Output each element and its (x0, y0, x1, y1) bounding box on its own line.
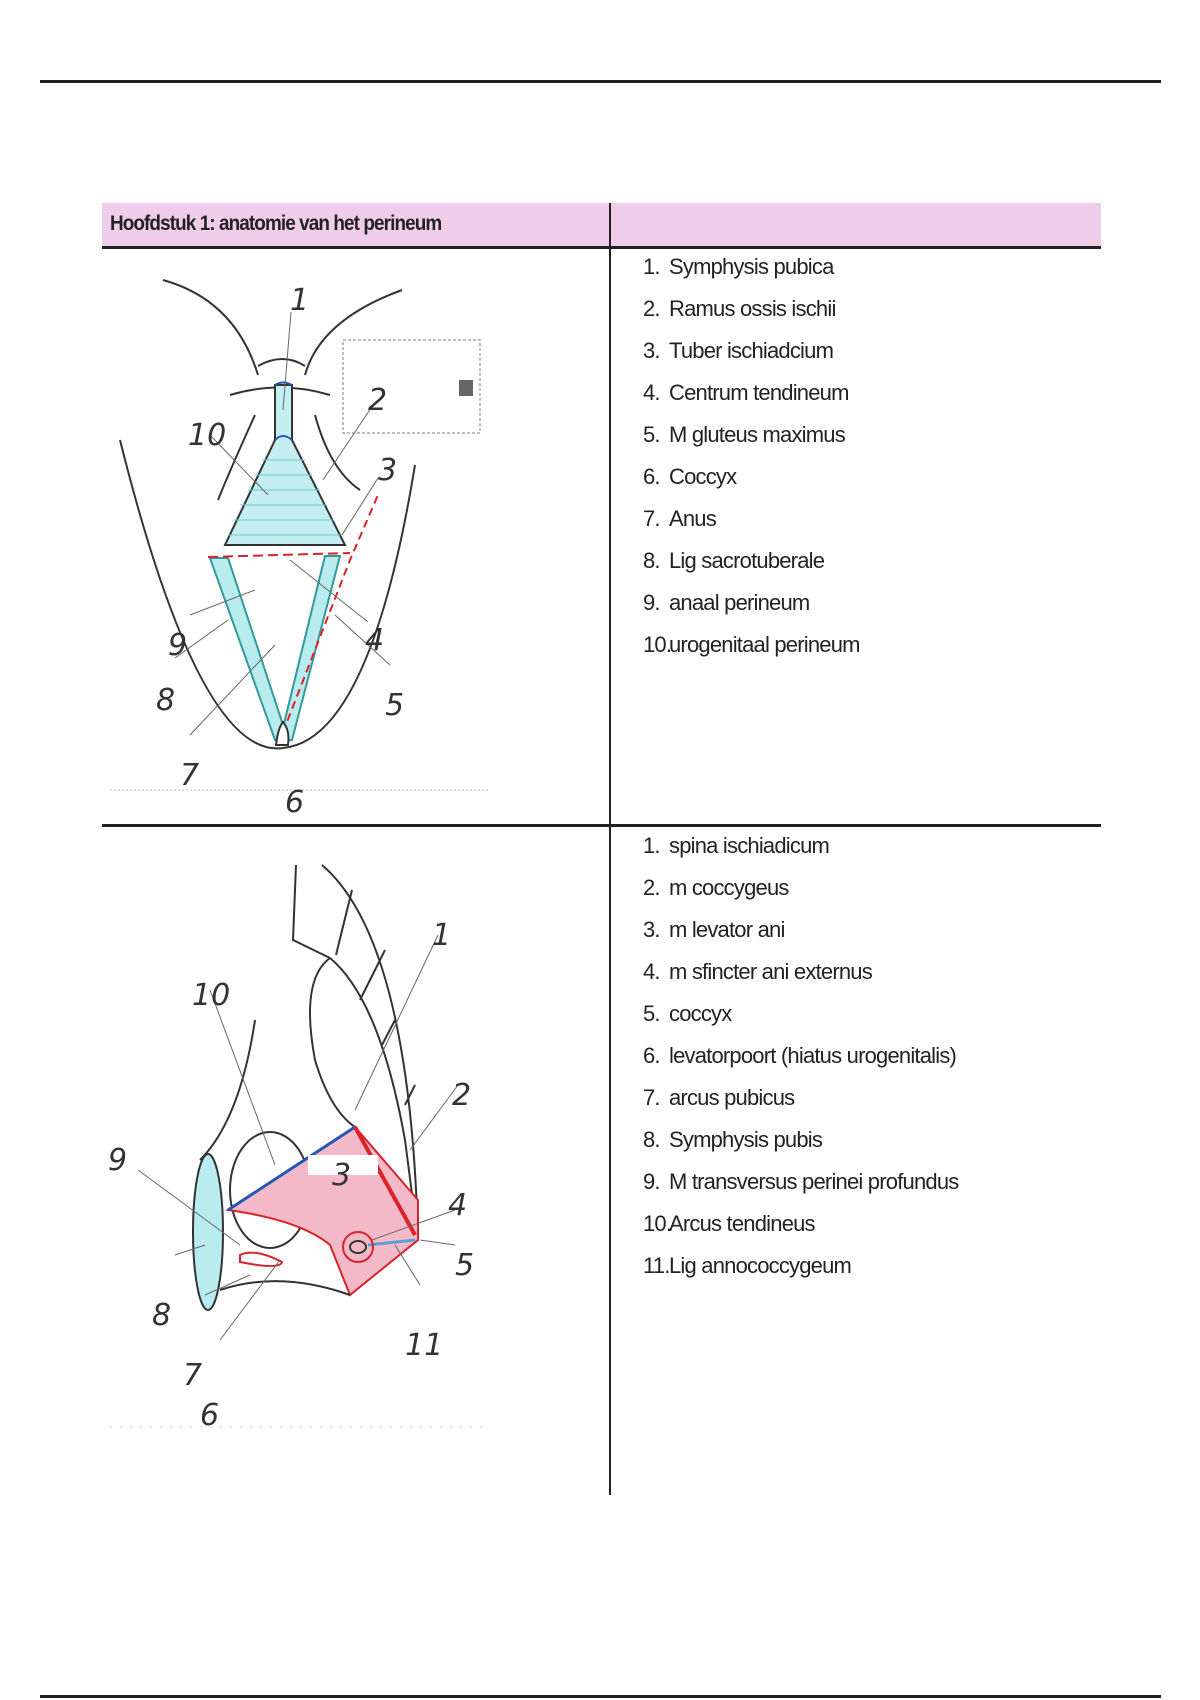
bottom-rule (40, 1695, 1161, 1698)
list-item: 8. Symphysis pubis (643, 1125, 958, 1167)
svg-text:8: 8 (152, 1298, 171, 1333)
item-text: Arcus tendineus (669, 1211, 816, 1236)
list-item: 10.urogenitaal perineum (643, 630, 861, 672)
item-number: 11. (643, 1253, 670, 1278)
list-item: 9. anaal perineum (643, 588, 860, 630)
list-item: 4. Centrum tendineum (643, 378, 860, 420)
svg-text:9: 9 (108, 1143, 127, 1178)
item-number: 7. (643, 1085, 661, 1110)
pelvic-floor-legend-list: 1. spina ischiadicum 2. m coccygeus 3. m leva… (643, 831, 959, 1293)
svg-text:2: 2 (368, 383, 387, 418)
svg-text:7: 7 (180, 758, 199, 793)
item-number: 5. (643, 1001, 661, 1026)
top-rule (40, 80, 1161, 83)
item-number: 9. (643, 1169, 661, 1194)
table-header: Hoofdstuk 1: anatomie van het perineum (102, 203, 1101, 249)
item-number: 8. (643, 548, 661, 573)
item-number: 1. (643, 254, 661, 279)
svg-text:7: 7 (183, 1358, 202, 1393)
list-item: 5. M gluteus maximus (643, 420, 860, 462)
item-number: 3. (643, 338, 661, 363)
list-item: 3. m levator ani (643, 915, 958, 957)
svg-text:1: 1 (432, 918, 451, 953)
item-number: 1. (643, 833, 661, 858)
item-text: arcus pubicus (669, 1085, 795, 1110)
row-divider (102, 824, 1101, 827)
item-number: 3. (643, 917, 661, 942)
item-number: 4. (643, 380, 661, 405)
list-item: 7. arcus pubicus (643, 1083, 958, 1125)
list-item: 1. spina ischiadicum (643, 831, 958, 873)
item-number: 8. (643, 1127, 661, 1152)
svg-text:8: 8 (156, 683, 175, 718)
item-text: Symphysis pubica (669, 254, 834, 279)
list-item: 9. M transversus perinei profundus (643, 1167, 959, 1209)
svg-text:4: 4 (448, 1188, 467, 1223)
item-text: anaal perineum (669, 590, 810, 615)
item-text: Centrum tendineum (669, 380, 849, 405)
pelvic-floor-figure-labels: 1 2 3 4 5 6 7 8 9 10 11 (108, 918, 474, 1433)
list-item: 8. Lig sacrotuberale (643, 546, 860, 588)
svg-text:11: 11 (405, 1328, 443, 1363)
item-number: 10. (643, 1211, 672, 1236)
item-text: Coccyx (669, 464, 737, 489)
list-item: 2. Ramus ossis ischii (643, 294, 860, 336)
perineum-figure (110, 279, 488, 791)
item-number: 4. (643, 959, 661, 984)
column-divider (609, 203, 611, 1495)
svg-text:6: 6 (285, 785, 304, 820)
item-text: m coccygeus (669, 875, 789, 900)
item-text: spina ischiadicum (669, 833, 830, 858)
item-text: m levator ani (669, 917, 785, 942)
item-number: 10. (643, 632, 672, 657)
item-text: Tuber ischiadcium (669, 338, 834, 363)
pelvic-floor-figure (110, 864, 488, 1428)
list-item: 6. Coccyx (643, 462, 860, 504)
svg-text:10: 10 (188, 418, 226, 453)
svg-text:3: 3 (332, 1158, 351, 1193)
svg-text:5: 5 (385, 688, 404, 723)
list-item: 11.Lig annococcygeum (643, 1251, 958, 1293)
svg-text:6: 6 (200, 1398, 219, 1433)
list-item: 3. Tuber ischiadcium (643, 336, 860, 378)
list-item: 10.Arcus tendineus (643, 1209, 958, 1251)
item-text: Ramus ossis ischii (669, 296, 836, 321)
item-text: coccyx (669, 1001, 732, 1026)
item-number: 2. (643, 875, 661, 900)
chapter-title: Hoofdstuk 1: anatomie van het perineum (110, 212, 442, 235)
item-text: M transversus perinei profundus (669, 1169, 959, 1194)
item-text: Lig sacrotuberale (669, 548, 825, 573)
svg-text:2: 2 (452, 1078, 471, 1113)
svg-text:5: 5 (455, 1248, 474, 1283)
svg-text:3: 3 (378, 453, 397, 488)
list-item: 2. m coccygeus (643, 873, 958, 915)
list-item: 4. m sfincter ani externus (643, 957, 958, 999)
svg-text:1: 1 (290, 283, 309, 318)
item-text: Lig annococcygeum (669, 1253, 852, 1278)
list-item: 5. coccyx (643, 999, 958, 1041)
item-text: m sfincter ani externus (669, 959, 873, 984)
svg-text:9: 9 (168, 628, 187, 663)
perineum-figure-labels: 1 2 3 4 5 6 7 8 9 10 (156, 283, 404, 820)
item-number: 2. (643, 296, 661, 321)
item-number: 5. (643, 422, 661, 447)
list-item: 1. Symphysis pubica (643, 252, 860, 294)
svg-text:10: 10 (192, 978, 230, 1013)
svg-text:4: 4 (365, 623, 384, 658)
perineum-legend-list: 1. Symphysis pubica 2. Ramus ossis ischii 3.… (643, 252, 861, 672)
item-number: 7. (643, 506, 661, 531)
item-text: M gluteus maximus (669, 422, 846, 447)
item-number: 6. (643, 464, 661, 489)
dropdown-chevron-icon[interactable] (459, 380, 473, 396)
item-text: urogenitaal perineum (669, 632, 861, 657)
item-text: Symphysis pubis (669, 1127, 823, 1152)
item-text: Anus (669, 506, 717, 531)
item-number: 6. (643, 1043, 661, 1068)
list-item: 7. Anus (643, 504, 860, 546)
item-text: levatorpoort (hiatus urogenitalis) (669, 1043, 957, 1068)
list-item: 6. levatorpoort (hiatus urogenitalis) (643, 1041, 958, 1083)
item-number: 9. (643, 590, 661, 615)
